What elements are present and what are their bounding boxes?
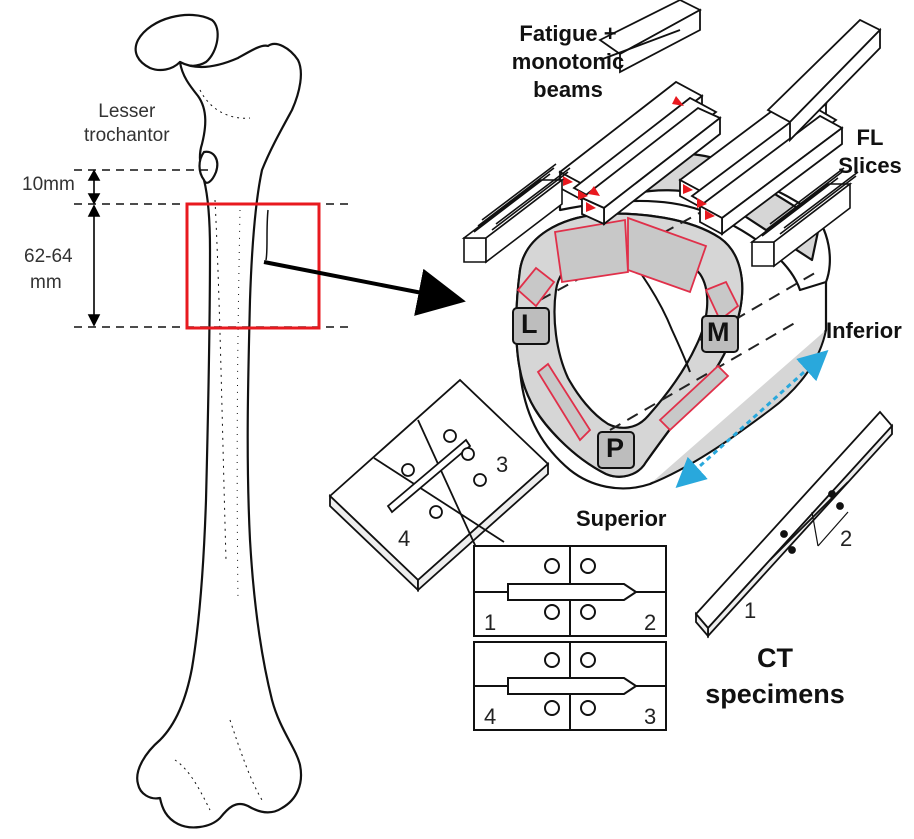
ct-specimens-line1: CT: [690, 640, 860, 676]
pointer-arrow: [264, 262, 458, 300]
dimension-62-64-line2: mm: [24, 270, 73, 296]
tilted-num-3: 3: [496, 452, 508, 478]
fatigue-monotonic-beams-label: Fatigue + monotonic beams: [498, 20, 638, 104]
ct-specimen-edge: [696, 412, 892, 636]
lesser-trochantor-label: Lesser trochantor: [84, 100, 170, 148]
ct-specimens-line2: specimens: [690, 676, 860, 712]
fatigue-line2: monotonic: [498, 48, 638, 76]
dimension-arrows: [89, 171, 99, 325]
ct-num-3: 3: [644, 704, 656, 730]
region-M-label: M: [707, 317, 730, 348]
ct-specimen-top: [474, 546, 666, 636]
dimension-62-64-line1: 62-64: [24, 244, 73, 270]
dimension-10mm-label: 10mm: [22, 174, 75, 196]
bone-cross-section: [516, 154, 830, 489]
edge-num-2: 2: [840, 526, 852, 552]
fl-slices-line1: FL: [826, 124, 914, 152]
fatigue-line3: beams: [498, 76, 638, 104]
ct-num-4: 4: [484, 704, 496, 730]
ct-specimens-label: CT specimens: [690, 640, 860, 712]
region-L-label: L: [521, 309, 538, 340]
superior-label: Superior: [576, 506, 666, 532]
ct-num-2: 2: [644, 610, 656, 636]
fl-slices-line2: Slices: [826, 152, 914, 180]
dimension-62-64-label: 62-64 mm: [24, 244, 73, 296]
edge-num-1: 1: [744, 598, 756, 624]
region-P-label: P: [606, 433, 624, 464]
ct-specimen-bottom: [474, 642, 666, 730]
lesser-trochantor-line1: Lesser: [84, 100, 170, 124]
ct-num-1: 1: [484, 610, 496, 636]
fatigue-line1: Fatigue +: [498, 20, 638, 48]
inferior-label: Inferior: [826, 318, 902, 344]
tilted-num-4: 4: [398, 526, 410, 552]
fl-slices-label: FL Slices: [826, 124, 914, 180]
lesser-trochantor-line2: trochantor: [84, 124, 170, 148]
